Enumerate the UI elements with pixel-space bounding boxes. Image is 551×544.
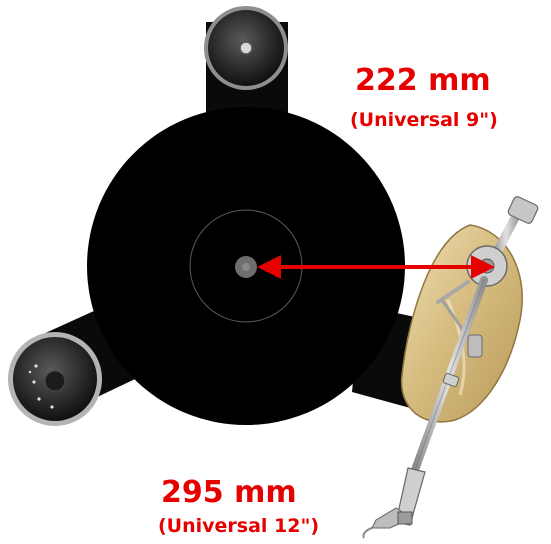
motor-pod-top bbox=[204, 6, 288, 90]
short-arm-length-label: 222 mm bbox=[355, 63, 491, 98]
long-arm-length-label: 295 mm bbox=[161, 475, 297, 510]
motor-pod-left bbox=[8, 332, 102, 426]
long-arm-type-label: (Universal 12") bbox=[158, 515, 320, 537]
headshell-icon bbox=[362, 467, 426, 539]
short-arm-type-label: (Universal 9") bbox=[350, 109, 498, 131]
